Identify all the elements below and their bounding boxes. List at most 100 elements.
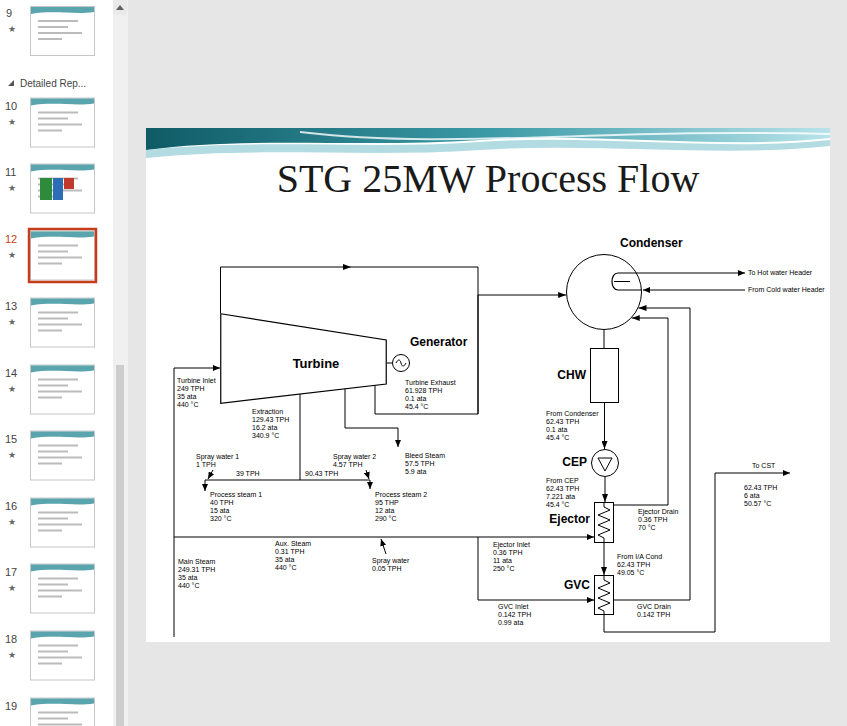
pump-symbol-outline [591,449,619,477]
ejector-exchanger: Ejector [594,502,614,543]
flow-value: GVC Drain [637,603,671,611]
flow-value: 0.05 TPH [372,565,401,573]
turbine-shape: Turbine [220,313,387,404]
flow-value: 1 TPH [196,461,216,469]
process-lines [174,264,790,637]
gvc-exchanger-outline [594,575,614,615]
node-label: CHW [557,368,586,382]
process-lines-part [604,473,790,632]
slide-thumbnails-part [40,178,52,200]
flow-value: Main Steam [178,558,215,566]
pump-symbol: CEP [591,449,619,477]
flow-connector [614,308,690,600]
flow-value: Process steam 2 [375,491,427,499]
flow-value: 35 ata [275,556,294,564]
slide-title: STG 25MW Process Flow [146,157,830,201]
slide-thumbnails-part [31,564,95,613]
flow-value: 249 TPH [177,385,205,393]
flow-value: 40 TPH [210,499,234,507]
slide-thumbnails [29,7,96,726]
pump-symbol-outline-part [592,450,619,477]
flow-value: 7.221 ata [546,493,575,501]
flow-value: Ejector Inlet [493,541,530,549]
flow-value: 11 ata [493,557,512,565]
condenser-vessel-outline [566,254,642,330]
hotwell-tank-outline [590,348,619,403]
flow-value: 12 ata [375,507,394,515]
flow-value: 6 ata [744,492,760,500]
process-lines-part [208,470,213,479]
slide-thumbnails-part [31,431,95,480]
app-window-part [0,0,113,726]
flow-value: 39 TPH [236,470,260,478]
flow-value: 90.43 TPH [305,470,338,478]
process-lines-part [370,480,371,489]
slide-thumbnails-part [64,178,74,189]
hotwell-tank-outline-part [591,349,619,403]
flow-value: Process steam 1 [210,491,262,499]
slide-thumbnails-part [53,178,63,200]
flow-value: 320 °C [210,515,231,523]
flow-value: 0.99 ata [498,619,523,627]
slide-thumbnails-part [29,229,96,282]
flow-connector [387,363,392,364]
star-icon: ★ [8,317,16,327]
flow-value: 15 ata [210,507,229,515]
flow-value: 0.36 TPH [493,549,522,557]
process-lines-part [221,267,479,414]
ejector-exchanger-outline-part [598,502,610,543]
slide-number: 18 [5,633,17,645]
flow-value: Ejector Drain [638,508,678,516]
slide-thumbnails-part [31,231,95,280]
flow-value: 250 °C [493,565,514,573]
app-window-part [113,0,127,15]
flow-value: 5.9 ata [405,468,426,476]
slide-number: 10 [5,100,17,112]
flow-value: 0.31 TPH [275,548,304,556]
slide [146,128,830,642]
ejector-exchanger-outline [594,502,614,543]
flow-value: Aux. Steam [275,540,311,548]
process-lines-part [300,394,301,480]
slide-number: 13 [5,300,17,312]
flow-value: 45.4 °C [405,403,428,411]
flow-value: To Hot water Header [748,269,812,277]
flow-value: Spray water [372,557,409,565]
slide-thumbnails-part [31,298,95,347]
slide-number: 16 [5,500,17,512]
star-icon: ★ [8,117,16,127]
flow-value: 129.43 TPH [252,416,289,424]
gvc-exchanger-outline-part [595,576,614,615]
flow-value: 0.36 TPH [638,516,667,524]
flow-connector [614,318,668,505]
flow-value: 62.43 TPH [744,484,777,492]
star-icon: ★ [8,183,16,193]
flow-value: Turbine Exhaust [405,379,456,387]
ejector-exchanger-outline-part [595,503,614,543]
condenser-vessel: Condenser [566,254,642,330]
process-lines-part [381,539,386,554]
process-lines-part [343,264,351,270]
slide-number: 17 [5,566,17,578]
flow-value: Bleed Steam [405,452,445,460]
flow-connector [375,295,566,414]
process-lines-part [174,537,594,538]
slide-part [146,140,830,158]
star-icon: ★ [8,250,16,260]
star-icon: ★ [8,583,16,593]
process-lines-part [205,480,206,491]
flow-value: 440 °C [178,582,199,590]
flow-value: Spray water 1 [196,453,239,461]
slide-number: 12 [5,233,17,245]
slide-number: 9 [6,7,12,19]
app-window-part [116,365,124,726]
flow-value: 249.31 TPH [178,566,215,574]
flow-value: 50.57 °C [744,500,771,508]
flow-connector [605,477,606,502]
flow-value: 62.43 TPH [546,418,579,426]
flow-value: 95 THP [375,499,399,507]
